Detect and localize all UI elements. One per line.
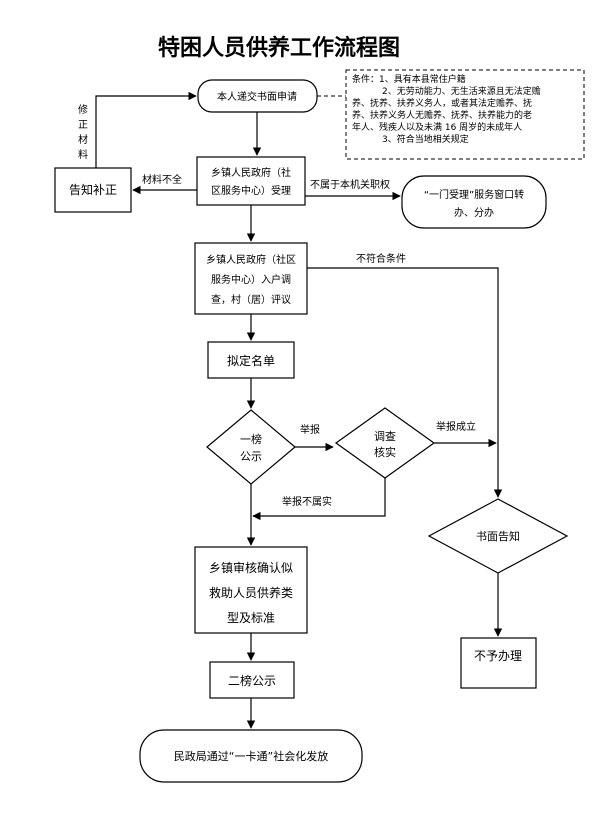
verify-label-1: 调查: [374, 429, 396, 443]
accept-label-2: 区服务中心）受理: [211, 184, 291, 197]
accept-label-1: 乡镇人民政府（社: [211, 166, 291, 179]
verify-node: [334, 407, 436, 479]
fix-label-2: 正: [78, 120, 88, 131]
verify-label-2: 核实: [374, 445, 396, 459]
second-publicity-label: 二榜公示: [228, 673, 276, 688]
condition-line-1: 条件：1、具有本县常住户籍: [352, 73, 466, 85]
condition-line-4: 养、扶养义务人无赡养、抚养、扶养能力的老: [352, 109, 532, 121]
confirm-label-1: 乡镇审核确认似: [209, 560, 293, 575]
label-incomplete: 材料不全: [142, 173, 182, 186]
fix-label-3: 材: [78, 133, 88, 146]
arrow-not-qualified: [307, 267, 503, 498]
label-not-qualified: 不符合条件: [356, 252, 406, 265]
confirm-label-2: 救助人员供养类: [209, 585, 293, 600]
label-report-valid: 举报成立: [436, 420, 476, 433]
page-title: 特困人员供养工作流程图: [158, 35, 400, 61]
investigate-node: [194, 242, 308, 315]
final-node: [139, 729, 363, 783]
arrow-report-invalid: [252, 478, 386, 521]
arrow-fix-to-apply: [95, 91, 197, 168]
reject-label: 不予办理: [474, 648, 522, 663]
conditions-box: [345, 69, 585, 160]
draft-list-label: 拟定名单: [227, 353, 275, 368]
accept-node: [196, 156, 306, 206]
first-publicity-node: [206, 409, 296, 485]
condition-line-2: 2、无劳动能力、无生活来源且无法定赡: [382, 85, 541, 97]
first-publicity-label-2: 公示: [240, 450, 262, 463]
inform-fix-label: 告知补正: [69, 183, 117, 197]
label-report-invalid: 举报不属实: [282, 495, 332, 508]
written-notice-label: 书面告知: [476, 529, 520, 543]
inform-fix-node: [54, 167, 132, 213]
confirm-label-3: 型及标准: [227, 611, 275, 625]
reject-node: [460, 637, 537, 689]
draft-list-node: [207, 341, 295, 379]
label-report: 举报: [300, 423, 320, 436]
fix-label-1: 修: [78, 103, 88, 116]
apply-label: 本人递交书面申请: [217, 90, 297, 103]
condition-line-3: 养、抚养、扶养义务人，或者其法定赡养、抚: [352, 97, 532, 109]
one-window-label-1: “一门受理”服务窗口转: [424, 188, 524, 201]
one-window-label-2: 办、分办: [454, 206, 494, 219]
investigate-label-1: 乡镇人民政府（社区: [206, 253, 296, 266]
investigate-label-2: 服务中心）入户调: [211, 273, 291, 286]
final-label: 民政局通过“一卡通”社会化发放: [174, 749, 328, 763]
condition-line-5: 年人、残疾人以及未满 16 周岁的未成年人: [352, 121, 522, 133]
condition-line-6: 3、符合当地相关规定: [382, 133, 469, 145]
label-not-jurisdiction: 不属于本机关职权: [310, 178, 390, 191]
one-window-node: [401, 175, 547, 229]
second-publicity-node: [209, 661, 295, 699]
first-publicity-label-1: 一榜: [240, 432, 262, 446]
investigate-label-3: 查，村（居）评议: [211, 293, 291, 306]
fix-label-4: 料: [78, 148, 88, 161]
